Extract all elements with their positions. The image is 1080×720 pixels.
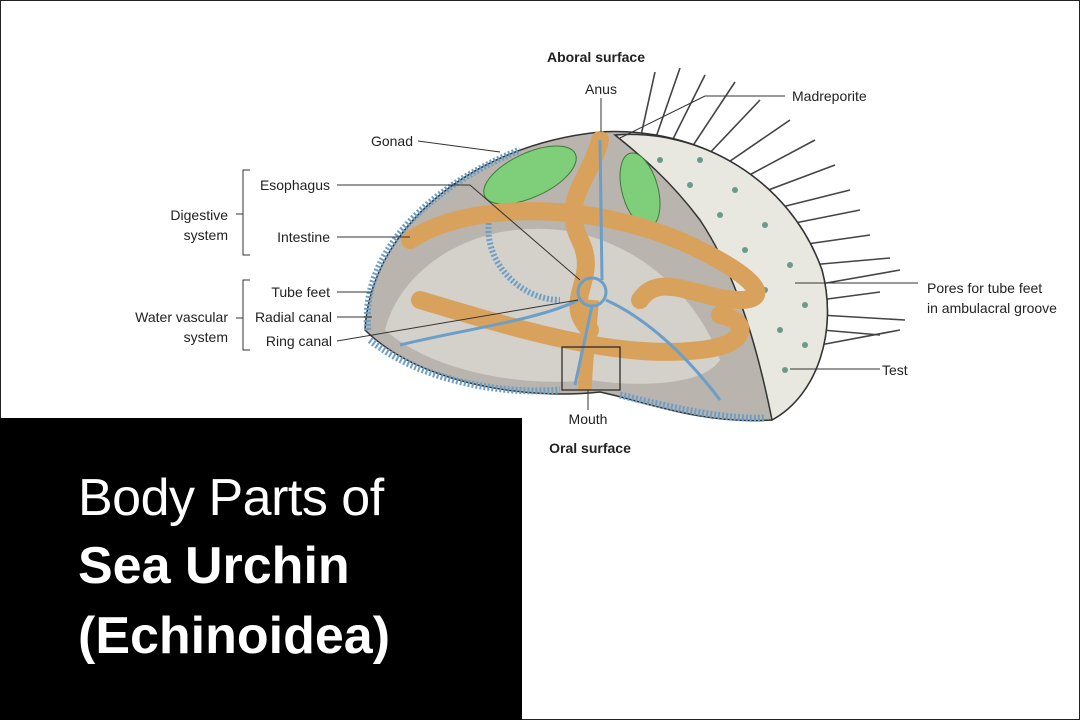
label-anus: Anus xyxy=(585,81,617,97)
label-intestine: Intestine xyxy=(277,229,330,245)
title-line-2: Sea Urchin xyxy=(78,537,350,595)
title-line-1: Body Parts of xyxy=(78,469,384,527)
bracket-water xyxy=(236,279,250,351)
title-box: Body Parts of Sea Urchin (Echinoidea) xyxy=(0,418,522,720)
tube-feet-band-bottom xyxy=(367,337,561,395)
label-test: Test xyxy=(882,362,908,378)
bracket-digestive xyxy=(236,169,250,256)
label-madreporite: Madreporite xyxy=(792,88,867,104)
label-gonad: Gonad xyxy=(371,133,413,149)
title-line-3: (Echinoidea) xyxy=(78,607,391,665)
label-ring-canal: Ring canal xyxy=(266,333,332,349)
label-pores-1: Pores for tube feet xyxy=(927,280,1042,296)
label-mouth: Mouth xyxy=(569,411,608,427)
label-water-1: Water vascular xyxy=(135,309,228,325)
tube-feet-band-right xyxy=(619,391,766,422)
label-esophagus: Esophagus xyxy=(260,177,330,193)
tube-feet-band xyxy=(363,146,522,331)
label-digestive-2: system xyxy=(184,227,228,243)
aboral-surface-label: Aboral surface xyxy=(547,49,645,65)
leader-lines xyxy=(336,95,918,410)
mouth-box xyxy=(561,346,621,391)
oral-surface-label: Oral surface xyxy=(549,440,631,456)
label-digestive-1: Digestive xyxy=(170,207,228,223)
intestine xyxy=(401,131,765,361)
label-water-2: system xyxy=(184,329,228,345)
label-pores-2: in ambulacral groove xyxy=(927,300,1057,316)
label-radial-canal: Radial canal xyxy=(255,309,332,325)
label-tube-feet: Tube feet xyxy=(271,284,330,300)
canals xyxy=(399,139,722,401)
test-pores xyxy=(657,157,808,373)
test-surface xyxy=(613,133,829,422)
gonad-left xyxy=(483,145,577,205)
